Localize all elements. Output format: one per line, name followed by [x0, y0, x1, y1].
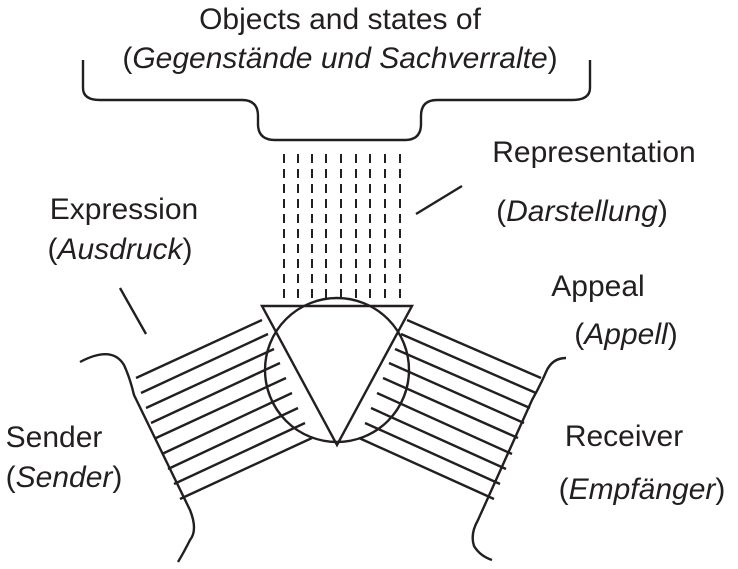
- representation-german-label: (Darstellung): [496, 195, 668, 228]
- sign-triangle: [259, 304, 415, 448]
- receiver-brace: [471, 356, 567, 562]
- receiver-german-label: (Empfänger): [559, 473, 726, 506]
- sender-german-label: (Sender): [6, 461, 123, 494]
- appeal-german-label: (Appell): [574, 318, 677, 351]
- expression-label: Expression: [50, 193, 198, 226]
- expression-pointer: [118, 287, 148, 335]
- sign-circle: [263, 296, 411, 444]
- representation-label: Representation: [492, 136, 695, 169]
- expression-beam: [135, 318, 313, 501]
- objects-label: Objects and states of: [199, 3, 481, 36]
- sender-brace: [79, 353, 196, 563]
- expression-german-label: (Ausdruck): [47, 233, 192, 266]
- objects-brace: [81, 60, 592, 142]
- appeal-beam: [358, 318, 542, 501]
- objects-german-label: (Gegenstände und Sachverralte): [122, 42, 557, 75]
- representation-pointer: [415, 184, 463, 216]
- appeal-label: Appeal: [551, 270, 644, 303]
- representation-beam: [283, 154, 401, 300]
- sender-label: Sender: [6, 421, 103, 454]
- receiver-label: Receiver: [565, 420, 683, 453]
